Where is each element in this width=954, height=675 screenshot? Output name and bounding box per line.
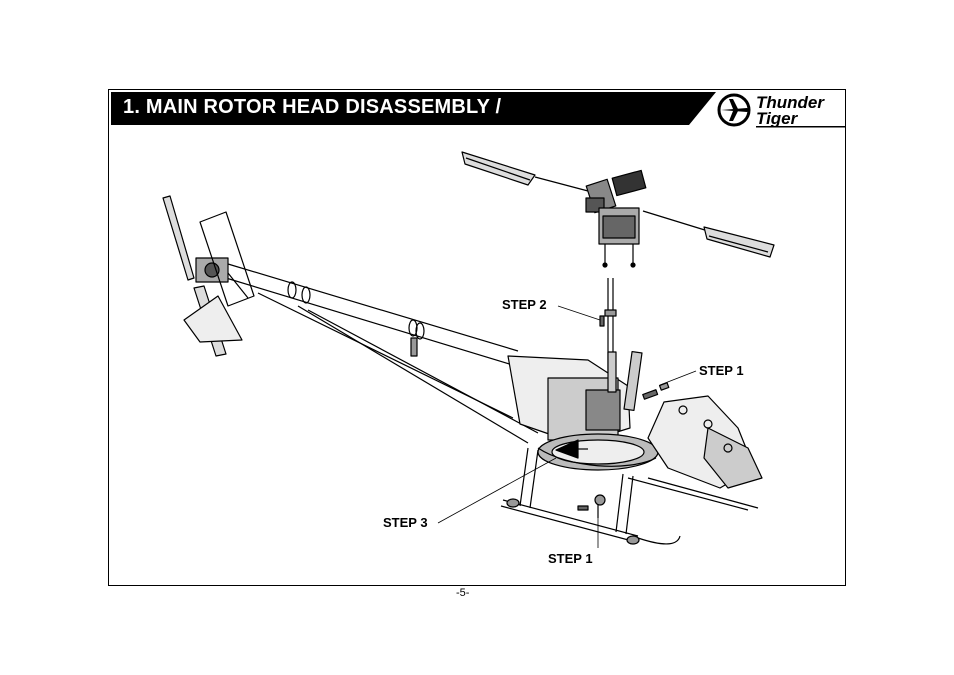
- step2-leader-line: [557, 305, 601, 321]
- logo-underline: [756, 126, 846, 128]
- logo-text-thunder: Thunder: [756, 93, 824, 112]
- logo-text-tiger: Tiger: [756, 109, 798, 128]
- step1-upper-leader-line: [659, 370, 697, 386]
- step3-arrow: [555, 439, 588, 459]
- step3-leader-line: [437, 457, 557, 524]
- helicopter-frame: [507, 350, 763, 489]
- page-frame: [108, 89, 846, 586]
- tail-boom: [225, 263, 539, 444]
- main-rotor-blade-left: [461, 151, 536, 186]
- step1-upper-label: STEP 1: [699, 363, 744, 378]
- step1-lower-label: STEP 1: [548, 551, 593, 566]
- helicopter-exploded-drawing: [162, 151, 775, 548]
- page-title: 1. MAIN ROTOR HEAD DISASSEMBLY /: [123, 96, 502, 118]
- step3-label: STEP 3: [383, 515, 428, 530]
- page-number: -5-: [456, 587, 470, 599]
- section-header: 1. MAIN ROTOR HEAD DISASSEMBLY /: [111, 92, 716, 125]
- main-rotor-blade-right: [703, 226, 775, 258]
- step2-pin: [599, 315, 605, 327]
- landing-gear: [500, 447, 759, 545]
- brand-logo: Thunder Tiger: [716, 92, 846, 128]
- title-bar-background: [111, 92, 716, 125]
- main-rotor-head: [585, 169, 647, 268]
- airplane-circle-icon: [717, 93, 751, 127]
- tail-rotor: [162, 195, 255, 357]
- step1-screw-lower: [577, 494, 606, 518]
- step1-screw-upper: [642, 382, 670, 400]
- step2-label: STEP 2: [502, 297, 547, 312]
